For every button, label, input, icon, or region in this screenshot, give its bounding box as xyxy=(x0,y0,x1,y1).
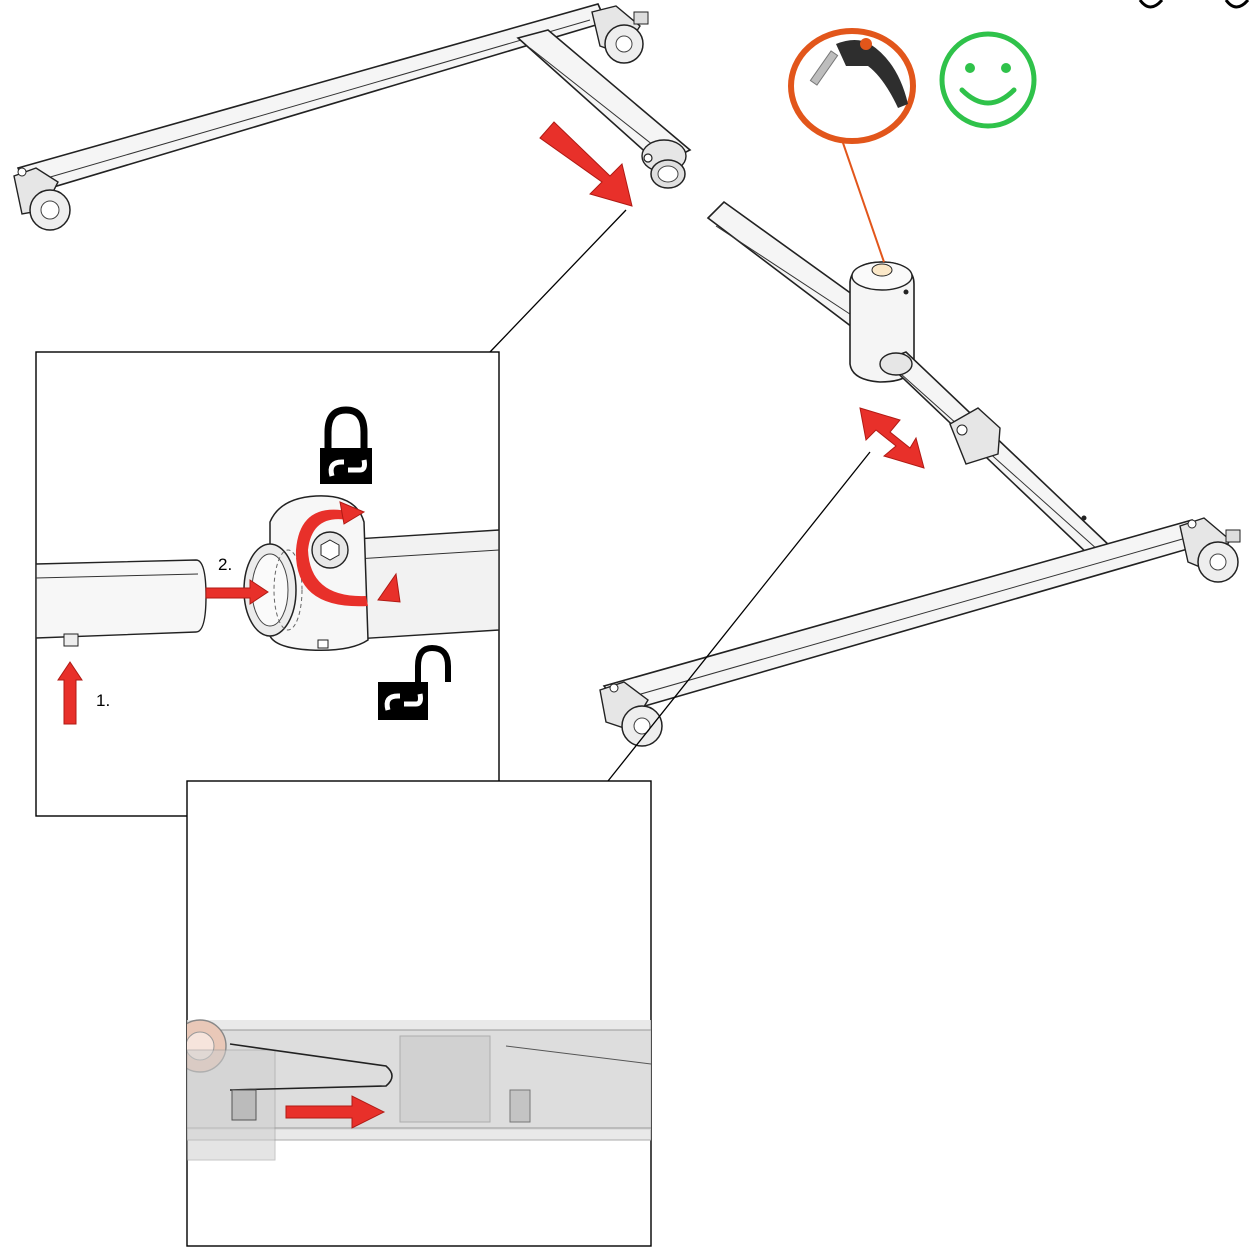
insert-arrow xyxy=(205,579,269,605)
step-label-2: 2. xyxy=(218,555,232,574)
rotate-arrow xyxy=(377,572,401,603)
callout-line xyxy=(607,451,871,782)
edge-icons-cropped xyxy=(1138,0,1250,9)
base-frame-top xyxy=(13,3,692,231)
lock-closed-icon xyxy=(320,406,372,484)
clamping-lever-icon xyxy=(788,28,916,144)
socket-tube-end xyxy=(641,139,687,189)
rotate-arrow xyxy=(295,509,368,607)
rotate-arrow xyxy=(339,501,366,525)
castor-wheel xyxy=(591,5,649,64)
castor-wheel xyxy=(1179,517,1241,583)
detail-frame-section xyxy=(186,780,652,1247)
detail-frame-lock: 2. 1. xyxy=(35,351,500,817)
press-pin-arrow xyxy=(57,661,83,725)
callout-line-orange xyxy=(841,139,885,263)
socket-collar xyxy=(949,407,1087,521)
step-label-1: 1. xyxy=(96,691,110,710)
smiley-face-icon xyxy=(939,31,1037,129)
locking-pin xyxy=(63,633,79,647)
callout-line xyxy=(489,209,627,353)
slide-arrow xyxy=(285,1095,386,1129)
lock-open-icon xyxy=(378,644,451,720)
castor-wheel xyxy=(599,681,663,747)
adjust-double-arrow xyxy=(859,407,925,469)
clamp-block xyxy=(849,261,915,383)
base-frame-assembled xyxy=(599,200,1241,747)
castor-wheel xyxy=(13,167,71,231)
direction-arrow xyxy=(539,121,633,207)
